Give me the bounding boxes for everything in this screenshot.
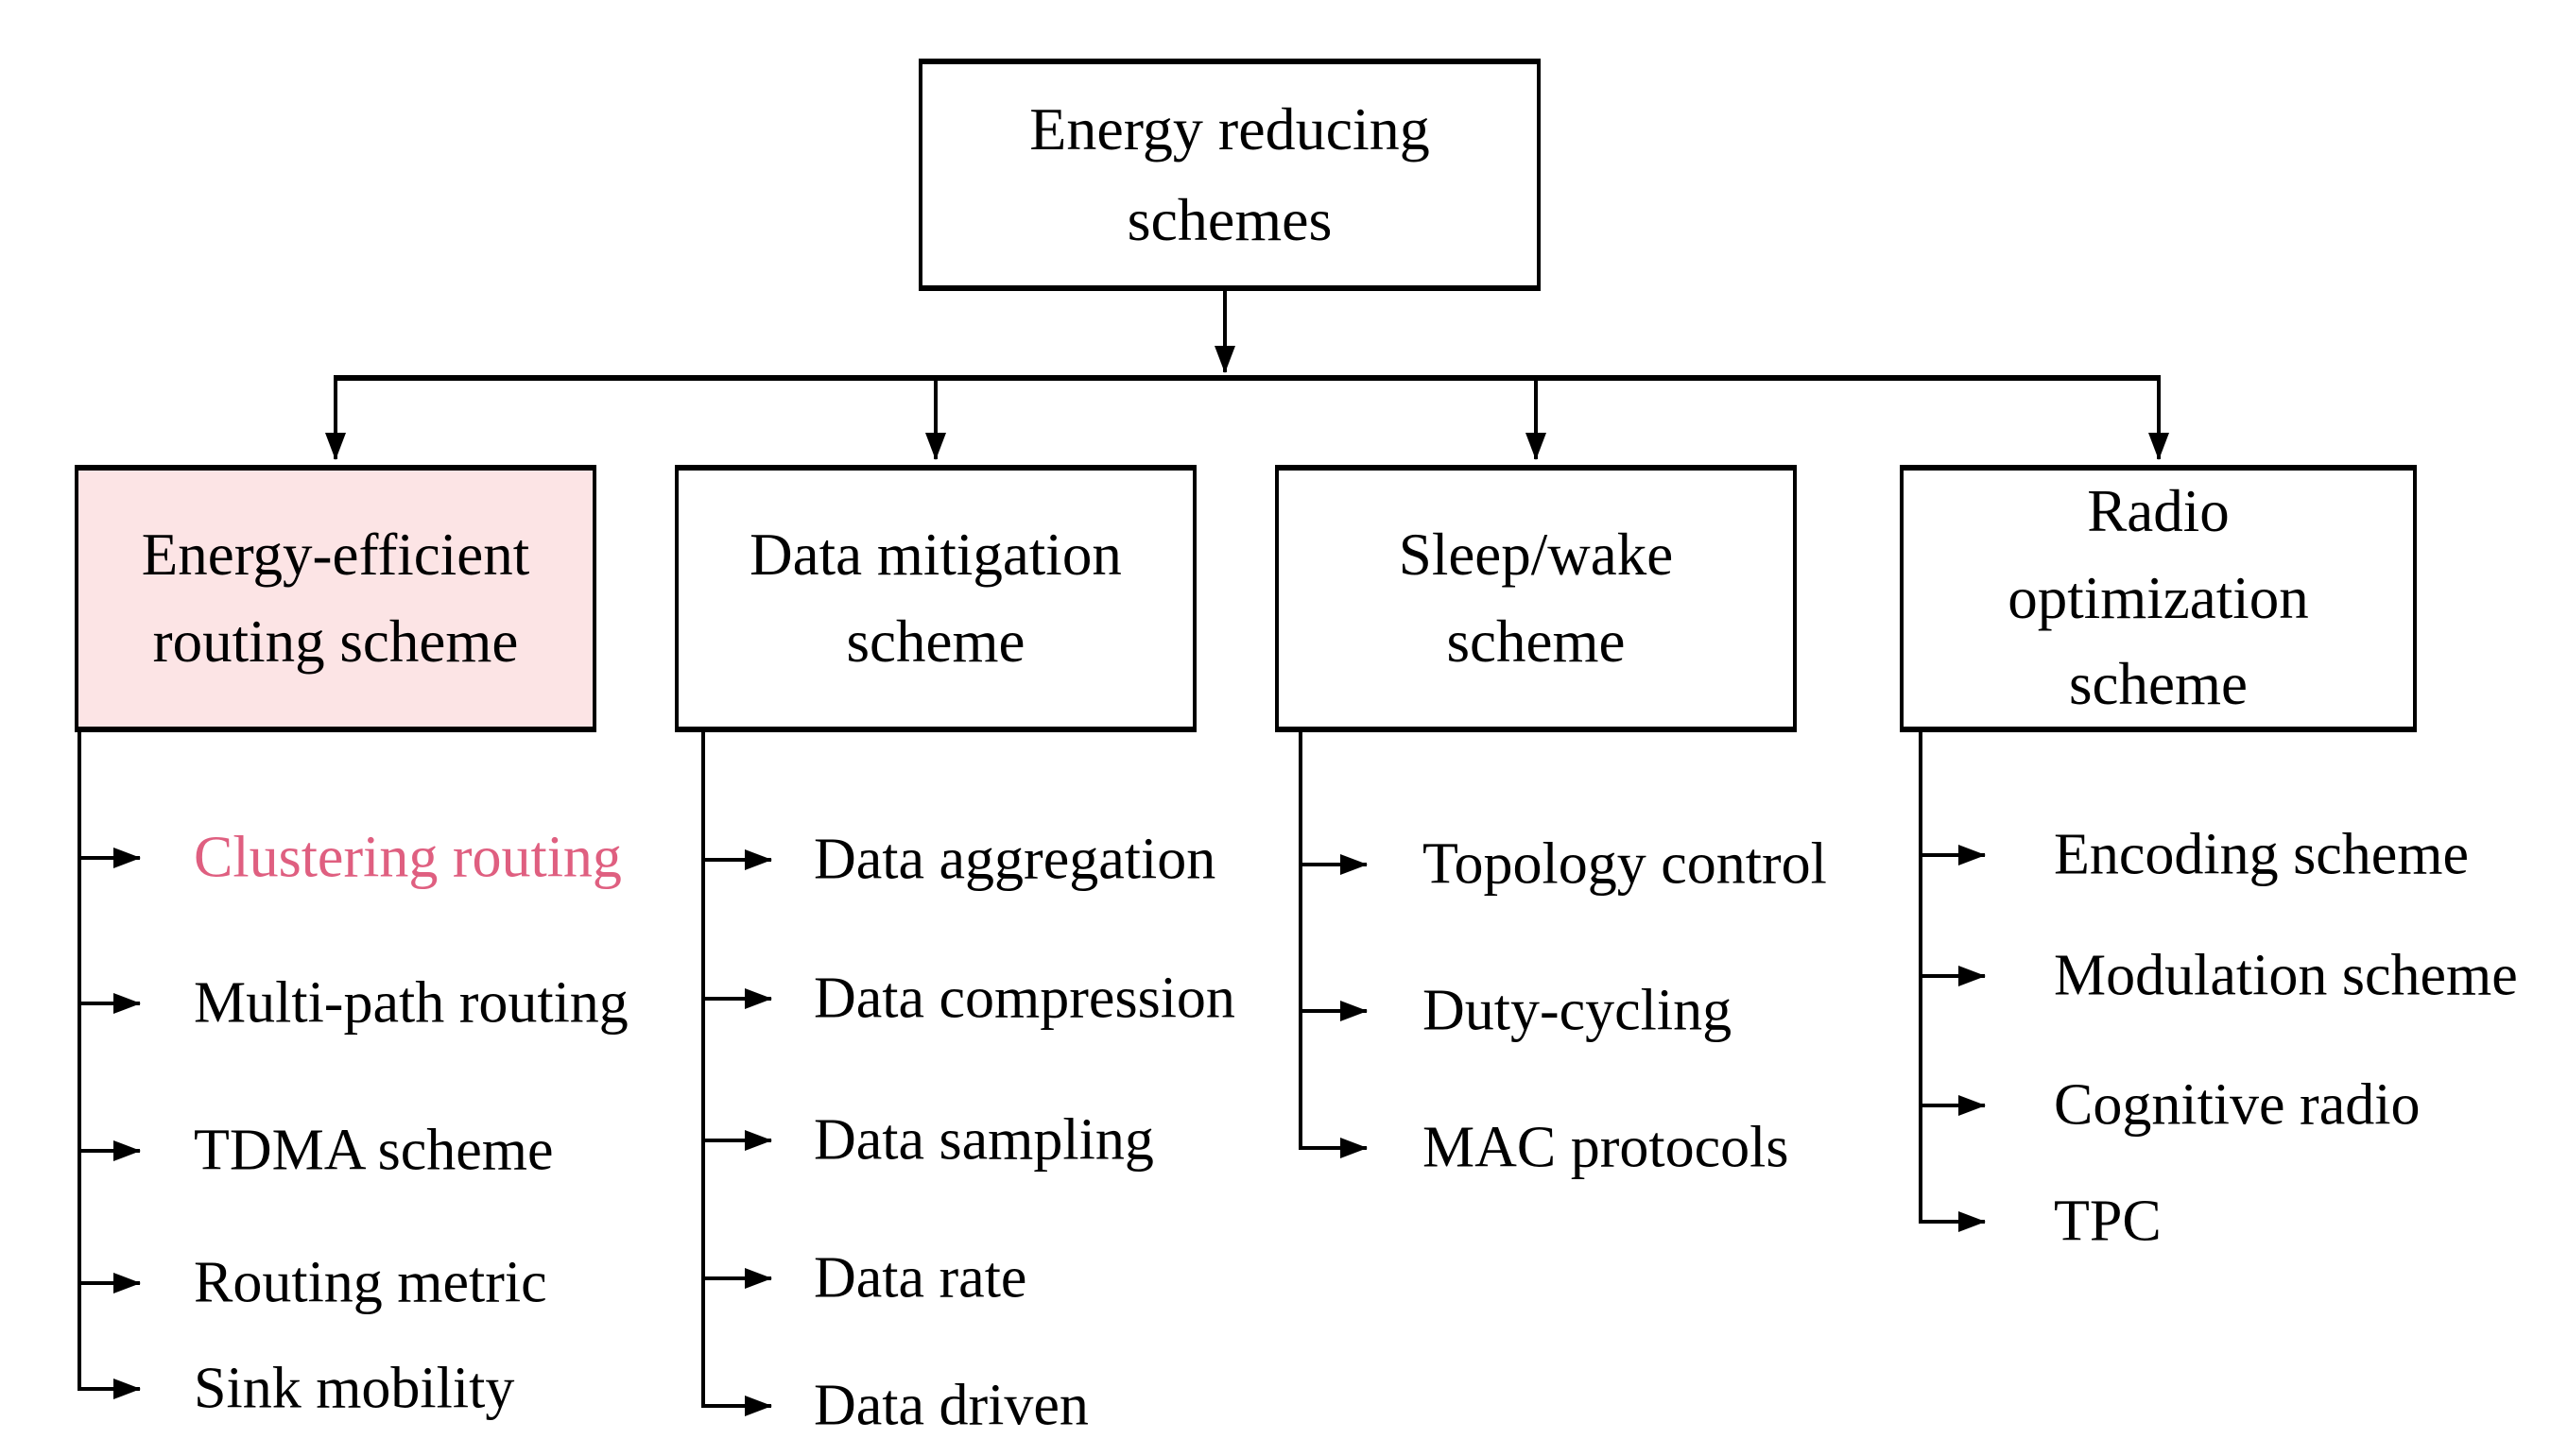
node-energy-reducing-schemes: Energy reducing schemes [919,59,1541,291]
leaf-modulation-scheme: Modulation scheme [2054,943,2518,1008]
branch3-connectors [1299,731,1368,1158]
node-sleep-wake-scheme: Sleep/wake scheme [1275,465,1797,732]
leaf-topology-control: Topology control [1422,831,1827,897]
leaf-data-aggregation: Data aggregation [814,827,1216,892]
node-radio-optimization-scheme: Radio optimization scheme [1900,465,2417,732]
leaf-sink-mobility: Sink mobility [194,1356,515,1421]
branch2-connectors [701,731,772,1416]
leaf-cognitive-radio: Cognitive radio [2054,1072,2421,1138]
leaf-duty-cycling: Duty-cycling [1422,978,1732,1043]
leaf-mac-protocols: MAC protocols [1422,1115,1789,1180]
branch1-connectors [78,731,141,1399]
leaf-data-driven: Data driven [814,1373,1089,1438]
branch1-trunk-elbow-arrow [78,731,141,1399]
leaf-routing-metric: Routing metric [194,1250,547,1315]
leaf-multi-path-routing: Multi-path routing [194,970,629,1036]
leaf-encoding-scheme: Encoding scheme [2054,822,2470,887]
leaf-data-compression: Data compression [814,966,1235,1031]
branch4-connectors [1919,731,1986,1232]
leaf-data-sampling: Data sampling [814,1107,1154,1173]
node-label: Sleep/wake scheme [1398,522,1674,675]
leaf-tdma-scheme: TDMA scheme [194,1118,554,1183]
branch3-trunk-elbow-arrow [1299,731,1368,1158]
leaf-clustering-routing: Clustering routing [194,825,622,890]
node-label: Radio optimization scheme [2008,478,2309,718]
branch2-trunk-elbow-arrow [701,731,772,1416]
node-energy-efficient-routing-scheme: Energy-efficient routing scheme [75,465,596,732]
root-connector [325,291,2169,460]
node-label: Energy reducing schemes [1029,95,1430,253]
leaf-data-rate: Data rate [814,1245,1027,1310]
node-data-mitigation-scheme: Data mitigation scheme [675,465,1197,732]
node-label: Data mitigation scheme [750,522,1122,675]
node-label: Energy-efficient routing scheme [141,522,530,675]
branch4-trunk-elbow-arrow [1919,731,1986,1232]
leaf-tpc: TPC [2054,1189,2162,1254]
